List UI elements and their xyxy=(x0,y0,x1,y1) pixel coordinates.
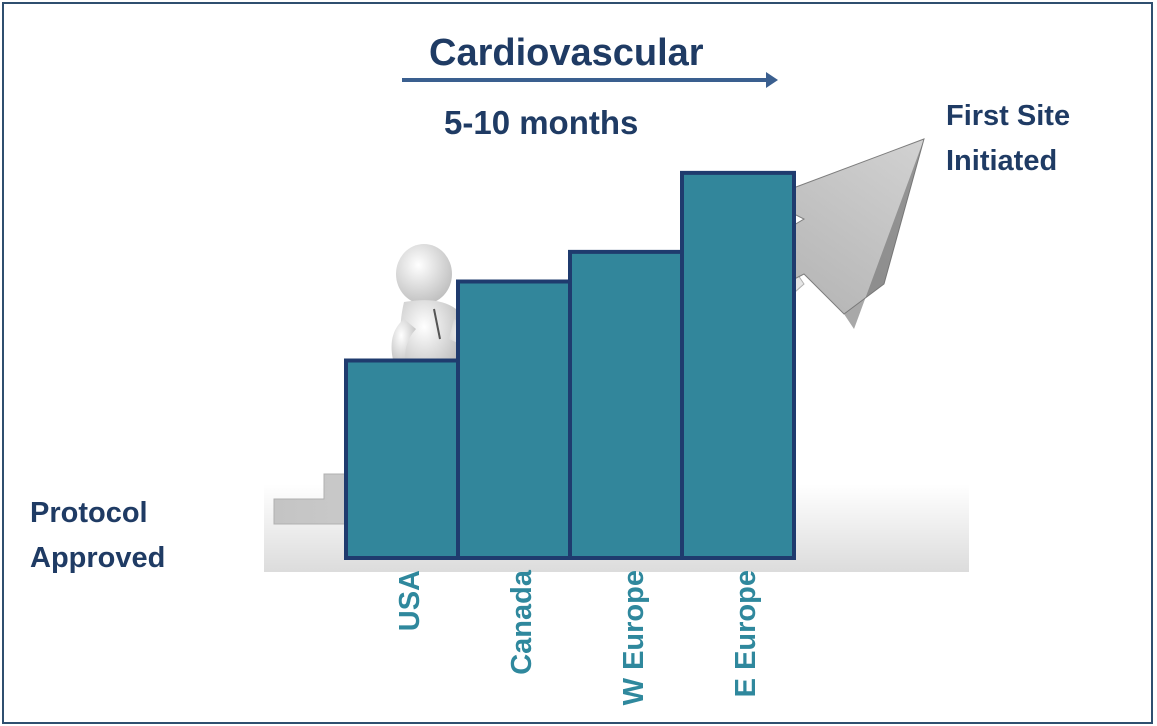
chart-title: Cardiovascular xyxy=(429,32,704,74)
end-label-line-2: Initiated xyxy=(946,145,1058,177)
category-label-e-europe: E Europe xyxy=(730,570,762,697)
timeline-arrow-line xyxy=(402,78,768,82)
category-label-usa: USA xyxy=(394,570,426,631)
bar-usa xyxy=(344,358,460,560)
start-milestone-label: Protocol Approved xyxy=(30,491,250,581)
end-milestone-label: First Site Initiated xyxy=(946,94,1146,184)
bar-canada xyxy=(456,279,572,560)
timeline-arrow-head-icon xyxy=(766,72,778,88)
bar-e-europe xyxy=(680,170,796,560)
category-label-w-europe: W Europe xyxy=(618,570,650,705)
end-label-line-1: First Site xyxy=(946,100,1071,132)
bar-w-europe xyxy=(568,249,684,560)
duration-label: 5-10 months xyxy=(444,104,639,141)
start-label-line-2: Approved xyxy=(30,542,166,574)
start-label-line-1: Protocol xyxy=(30,497,148,529)
category-label-canada: Canada xyxy=(506,569,538,675)
bar-chart: USA Canada W Europe E Europe xyxy=(344,170,796,705)
